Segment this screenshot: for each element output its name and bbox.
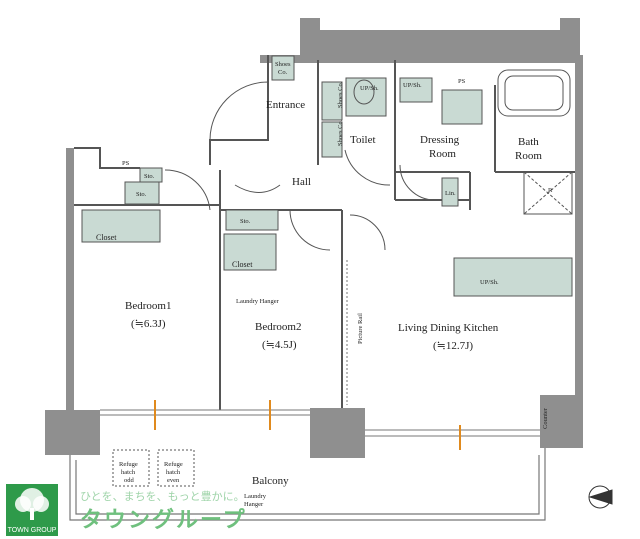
ps-label-2: PS — [122, 160, 130, 167]
shoes-co-right — [321, 81, 343, 121]
dressing-door — [399, 164, 436, 201]
ldk-door — [349, 214, 386, 251]
balcony-label: Balcony — [252, 475, 289, 487]
refuge-odd-3: odd — [124, 477, 135, 484]
storage-fixtures — [81, 55, 573, 297]
logo-text: TOWN GROUP — [7, 527, 57, 534]
sto-label-3: Sto. — [240, 218, 251, 225]
closet-1 — [81, 209, 161, 243]
closet-label-1: Closet — [96, 233, 117, 242]
laundry-hanger-label: Laundry Hanger — [236, 298, 280, 305]
r-label: R — [548, 187, 553, 194]
picture-rail-label: Picture Rail — [357, 313, 364, 344]
kitchen-counter — [453, 257, 573, 297]
brand-area: TOWN GROUP ひとを、まちを、もっと豊かに。 タウングループ — [0, 480, 260, 539]
doors — [164, 81, 436, 251]
left-upper-wall — [74, 147, 140, 169]
bedroom1-door — [164, 169, 211, 211]
entrance-label: Entrance — [266, 99, 305, 111]
shoes-co-right-label: Shoes Co. — [337, 81, 344, 108]
closet-2 — [223, 233, 277, 271]
shoes-co-bottom — [321, 121, 343, 158]
shoes-co-top-label-2: Co. — [278, 69, 288, 76]
kitchen-ups-label: UP/Sh. — [480, 279, 499, 286]
brand-name: タウングループ — [80, 508, 247, 533]
top-wall — [260, 55, 580, 63]
hall-label: Hall — [292, 176, 311, 188]
bedroom1-size: (≒6.3J) — [131, 318, 166, 330]
walls — [45, 18, 583, 458]
balcony-outline — [69, 448, 546, 521]
bath-label-1: Bath — [518, 136, 539, 148]
bedroom2-label: Bedroom2 — [255, 321, 301, 333]
bedroom2-size: (≒4.5J) — [262, 339, 297, 351]
laundry-label-2: Hanger — [244, 501, 264, 508]
sto-3 — [225, 209, 279, 231]
lin-label: Lin. — [445, 190, 456, 197]
bedroom2-door — [289, 209, 331, 251]
window-marks — [154, 400, 461, 450]
ldk-size: (≒12.7J) — [433, 340, 473, 352]
hall-door-arc — [234, 184, 281, 193]
refuge-odd-2: hatch — [121, 469, 136, 476]
middle-column-bottom — [310, 408, 365, 458]
refuge-hatches — [112, 449, 195, 487]
left-wall — [66, 148, 74, 410]
refuge-even-3: even — [167, 477, 180, 484]
lin — [441, 177, 459, 207]
toilet-label: Toilet — [350, 134, 376, 146]
ups-label-2: UP/Sh. — [360, 85, 379, 92]
shoes-co-bottom-label: Shoes Co. — [337, 119, 344, 146]
dressing-label-2: Room — [429, 148, 456, 160]
laundry-label-1: Laundry — [244, 493, 267, 500]
top-left-column — [300, 18, 580, 55]
windows — [100, 409, 540, 437]
tree-logo-icon: TOWN GROUP — [6, 484, 58, 536]
refuge-even-1: Refuge — [164, 461, 183, 468]
shoes-co-top — [271, 55, 295, 81]
toilet-door — [344, 149, 391, 186]
dressing-label-1: Dressing — [420, 134, 460, 146]
sto-label-2: Sto. — [136, 191, 147, 198]
ups-box — [399, 77, 433, 103]
bath-fixtures — [353, 69, 573, 215]
closet-label-2: Closet — [232, 260, 253, 269]
ups-label-1: UP/Sh. — [403, 82, 422, 89]
shoes-co-top-label-1: Shoes — [275, 61, 291, 68]
ps-label-1: PS — [458, 78, 466, 85]
bottom-right-column — [540, 395, 583, 448]
counter-label: Counter — [542, 407, 549, 429]
brand-tagline: ひとを、まちを、もっと豊かに。 — [80, 490, 245, 503]
refuge-odd-1: Refuge — [119, 461, 138, 468]
left-column-bottom — [45, 410, 100, 455]
right-wall — [575, 55, 583, 395]
entrance-door — [209, 81, 269, 141]
bath-label-2: Room — [515, 150, 542, 162]
north-arrow-icon — [588, 485, 613, 509]
ldk-label: Living Dining Kitchen — [398, 322, 499, 334]
toilet-box — [345, 77, 387, 117]
sto-2 — [124, 181, 160, 205]
bedroom1-label: Bedroom1 — [125, 300, 171, 312]
sto-label-1: Sto. — [144, 173, 155, 180]
refuge-even-2: hatch — [166, 469, 181, 476]
washer — [441, 89, 483, 125]
